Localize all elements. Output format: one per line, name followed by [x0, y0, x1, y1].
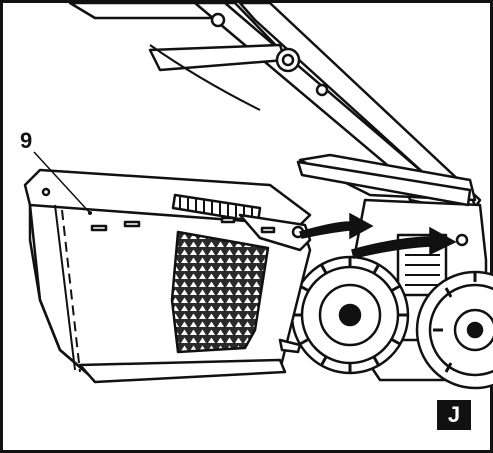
bag-grille [170, 230, 270, 354]
discharge-flap [296, 160, 472, 207]
part-label-leader-dot [88, 211, 92, 215]
insert-arrow-upper [299, 212, 374, 240]
insert-arrow-lower [351, 226, 457, 259]
part-number-label: 9 [20, 128, 33, 153]
front-wheel [290, 255, 410, 375]
part-label-leader [33, 151, 91, 214]
figure-letter-badge: J [437, 400, 471, 430]
grass-catcher-bag [23, 168, 312, 384]
rear-wheel [415, 270, 493, 390]
mower-handle [68, 1, 482, 217]
